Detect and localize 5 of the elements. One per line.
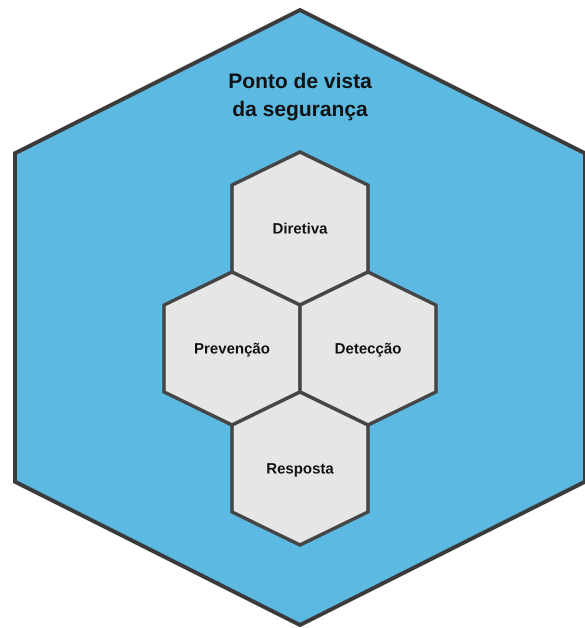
hexagon-label: Diretiva [272, 220, 328, 237]
hexagon-label: Detecção [334, 340, 402, 357]
heading-text: Ponto de vista da segurança [227, 69, 373, 123]
hexagon-label: Prevenção [194, 340, 270, 357]
hexagon-label: Resposta [266, 460, 334, 477]
